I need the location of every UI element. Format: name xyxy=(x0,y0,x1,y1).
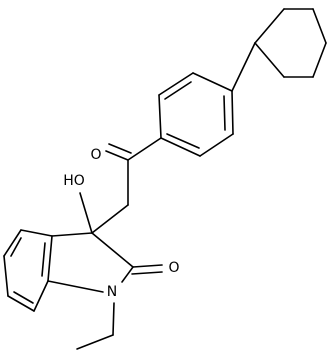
lactam-oxygen-label: O xyxy=(168,260,179,276)
methylene-quaternary-bond xyxy=(91,204,129,234)
hydroxyl-bond xyxy=(79,192,93,234)
ketone-double-bond xyxy=(105,143,132,161)
lactam-carbonyl-double-bond xyxy=(131,264,163,275)
cyclohexyl-ring xyxy=(254,8,327,78)
aryl-carbonyl-bond xyxy=(127,137,162,161)
phenyl-ring xyxy=(158,72,234,157)
hydroxyl-label: HO xyxy=(63,173,85,189)
ring-link-bond xyxy=(231,42,256,92)
ketone-oxygen-label: O xyxy=(90,147,101,163)
n-ethyl-bond xyxy=(112,302,115,336)
ethyl-terminal-bond xyxy=(76,334,114,350)
fused-benzene-ring xyxy=(3,229,53,312)
nitrogen-label: N xyxy=(107,284,117,300)
lactam-ring xyxy=(47,232,134,293)
